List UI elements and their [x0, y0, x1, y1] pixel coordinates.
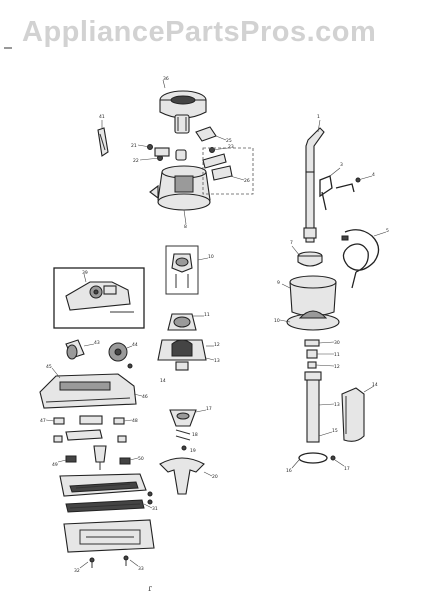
footer-mark: ɾ — [148, 584, 153, 594]
handle-tube-group: 1 3 4 5 — [303, 114, 389, 289]
part-number-label: 46 — [142, 394, 148, 400]
part-number-label: 13 — [214, 358, 220, 364]
part-number-label: 18 — [192, 432, 198, 438]
part-number-label: 17 — [344, 466, 350, 472]
part-number-label: 36 — [163, 76, 169, 82]
part-number-label: 30 — [334, 340, 340, 346]
part-number-label: 33 — [138, 566, 144, 572]
motor-armature-group: 10 11 12 13 14 — [157, 245, 220, 384]
part-number-label: 26 — [244, 178, 250, 184]
part-number-label: 14 — [372, 382, 378, 388]
dust-cup-group: 7 9 10 30 11 12 13 14 15 16 17 — [274, 240, 378, 474]
part-number-label: 41 — [99, 114, 105, 120]
part-number-label: 20 — [212, 474, 218, 480]
part-number-label: 44 — [132, 342, 138, 348]
part-number-label: 43 — [94, 340, 100, 346]
dust-canister-part — [341, 387, 365, 442]
motor-housing-group: 36 21 22 23 25 26 8 — [131, 76, 254, 230]
nozzle-callout-group: 39 — [53, 267, 145, 329]
part-number-label: 13 — [334, 402, 340, 408]
part-number-label: 12 — [214, 342, 220, 348]
part-number-label: 47 — [40, 418, 46, 424]
part-number-label: 39 — [82, 270, 88, 276]
part-number-label: 48 — [132, 418, 138, 424]
base-bracket-part — [159, 457, 205, 495]
part-number-label: 10 — [274, 318, 280, 324]
armature-callout-box — [165, 245, 199, 295]
clip-part — [195, 126, 217, 142]
part-number-label: 12 — [334, 364, 340, 370]
nozzle-callout-box — [53, 267, 145, 329]
part-number-label: 19 — [190, 448, 196, 454]
fan-shaft-part — [174, 114, 190, 134]
part-number-label: 1 — [317, 114, 320, 120]
part-number-label: 9 — [277, 280, 280, 286]
part-number-label: 4 — [372, 172, 375, 178]
part-number-label: 49 — [52, 462, 58, 468]
upper-tube-part — [305, 171, 315, 243]
handle-grip-group: 41 — [97, 114, 109, 157]
part-number-label: 21 — [131, 143, 137, 149]
base-shell-part — [39, 373, 137, 409]
part-number-label: 11 — [204, 312, 210, 318]
part-number-label: 22 — [133, 158, 139, 164]
part-number-label: 32 — [74, 568, 80, 574]
part-number-label: 15 — [332, 428, 338, 434]
part-number-label: 23 — [228, 144, 234, 150]
part-number-label: 16 — [286, 468, 292, 474]
o-ring-part — [298, 452, 328, 464]
part-number-label: 7 — [290, 240, 293, 246]
bracket-part — [154, 147, 170, 157]
part-number-label: 31 — [152, 506, 158, 512]
fan-bracket-group: 17 18 19 20 — [159, 406, 218, 495]
part-number-label: 45 — [46, 364, 52, 370]
part-number-label: 3 — [340, 162, 343, 168]
power-cord-part — [342, 229, 380, 273]
part-number-label: 50 — [138, 456, 144, 462]
part-number-label: 25 — [226, 138, 232, 144]
part-number-label: 11 — [334, 352, 340, 358]
part-number-label: 17 — [206, 406, 212, 412]
part-number-label: 10 — [208, 254, 214, 260]
base-assembly-group: 43 44 45 46 47 48 — [39, 339, 158, 574]
part-number-label: 14 — [160, 378, 166, 384]
part-number-label: 8 — [184, 224, 187, 230]
part-number-label: 5 — [386, 228, 389, 234]
handle-part — [305, 127, 325, 173]
lower-tube-part — [306, 371, 320, 443]
watermark-text: AppliancePartsPros.com — [22, 16, 377, 48]
